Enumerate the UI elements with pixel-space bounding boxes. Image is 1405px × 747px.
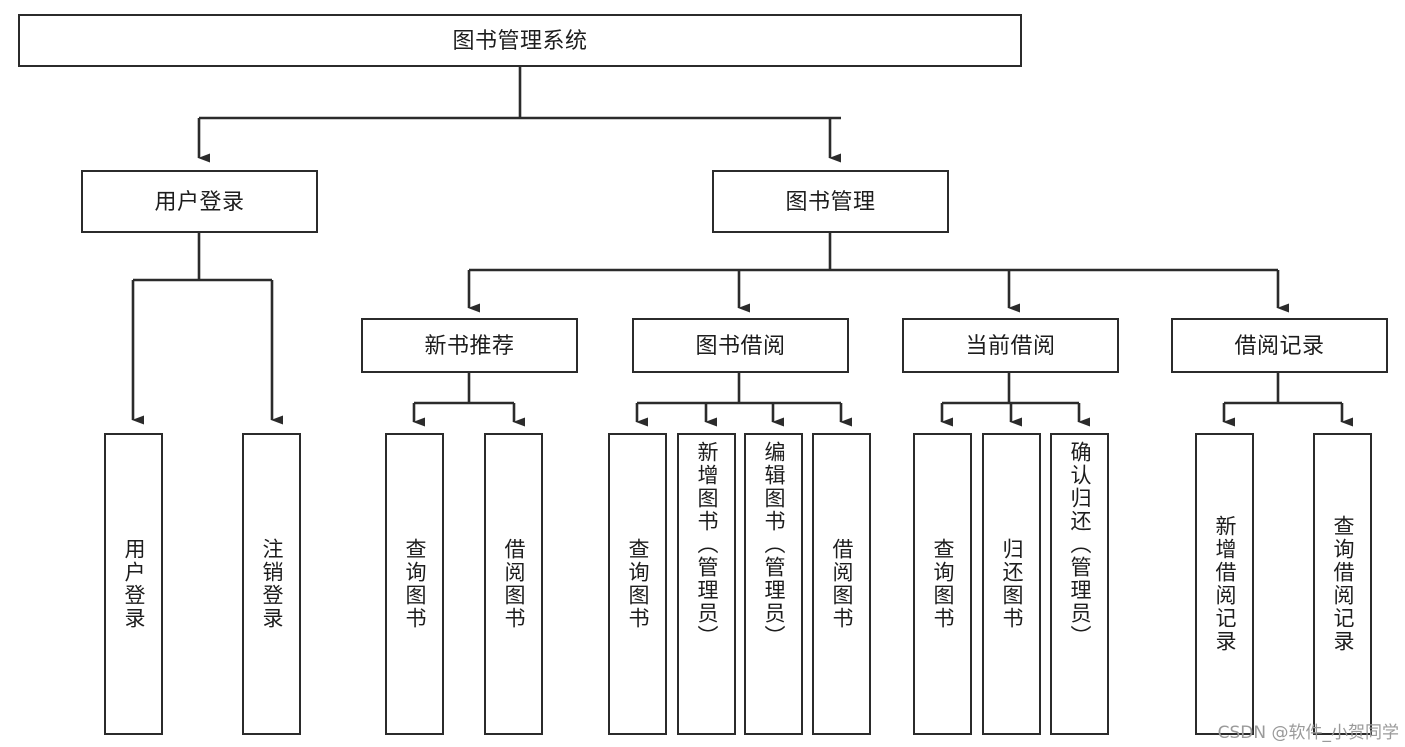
node-root-label: 图书管理系统 [452,27,588,53]
node-book-borrow-label: 图书借阅 [695,332,786,358]
node-leaf-query-book-3[interactable]: 查询图书 [913,433,972,735]
node-user-login[interactable]: 用户登录 [81,170,318,233]
node-leaf-user-login[interactable]: 用户登录 [104,433,163,735]
node-new-book-recommend-label: 新书推荐 [424,332,515,358]
node-leaf-user-login-label: 用户登录 [122,538,145,630]
node-book-management[interactable]: 图书管理 [712,170,949,233]
node-root[interactable]: 图书管理系统 [18,14,1022,67]
node-current-borrow-label: 当前借阅 [965,332,1056,358]
node-current-borrow[interactable]: 当前借阅 [902,318,1119,373]
node-leaf-edit-book[interactable]: 编辑图书（管理员） [744,433,803,735]
node-leaf-add-book[interactable]: 新增图书（管理员） [677,433,736,735]
node-leaf-logout-login-label: 注销登录 [260,538,283,630]
node-leaf-borrow-book-2-label: 借阅图书 [830,538,853,630]
csdn-watermark: CSDN @软件_小贺同学 [1217,723,1399,743]
node-leaf-add-record[interactable]: 新增借阅记录 [1195,433,1254,735]
node-leaf-query-book-2-label: 查询图书 [626,538,649,630]
node-leaf-logout-login[interactable]: 注销登录 [242,433,301,735]
node-leaf-borrow-book-1[interactable]: 借阅图书 [484,433,543,735]
node-leaf-query-book-1[interactable]: 查询图书 [385,433,444,735]
node-book-management-label: 图书管理 [785,188,876,214]
node-leaf-return-book[interactable]: 归还图书 [982,433,1041,735]
node-leaf-add-record-label: 新增借阅记录 [1213,515,1236,653]
node-leaf-query-record[interactable]: 查询借阅记录 [1313,433,1372,735]
node-leaf-confirm-return-label: 确认归还（管理员） [1068,441,1091,648]
node-leaf-query-book-1-label: 查询图书 [403,538,426,630]
node-leaf-confirm-return[interactable]: 确认归还（管理员） [1050,433,1109,735]
node-leaf-edit-book-label: 编辑图书（管理员） [762,441,785,648]
node-leaf-borrow-book-2[interactable]: 借阅图书 [812,433,871,735]
node-borrow-record[interactable]: 借阅记录 [1171,318,1388,373]
node-leaf-query-record-label: 查询借阅记录 [1331,515,1354,653]
node-leaf-borrow-book-1-label: 借阅图书 [502,538,525,630]
node-new-book-recommend[interactable]: 新书推荐 [361,318,578,373]
node-book-borrow[interactable]: 图书借阅 [632,318,849,373]
node-leaf-add-book-label: 新增图书（管理员） [695,441,718,648]
node-leaf-query-book-2[interactable]: 查询图书 [608,433,667,735]
node-leaf-query-book-3-label: 查询图书 [931,538,954,630]
node-borrow-record-label: 借阅记录 [1234,332,1325,358]
node-user-login-label: 用户登录 [154,188,245,214]
node-leaf-return-book-label: 归还图书 [1000,538,1023,630]
